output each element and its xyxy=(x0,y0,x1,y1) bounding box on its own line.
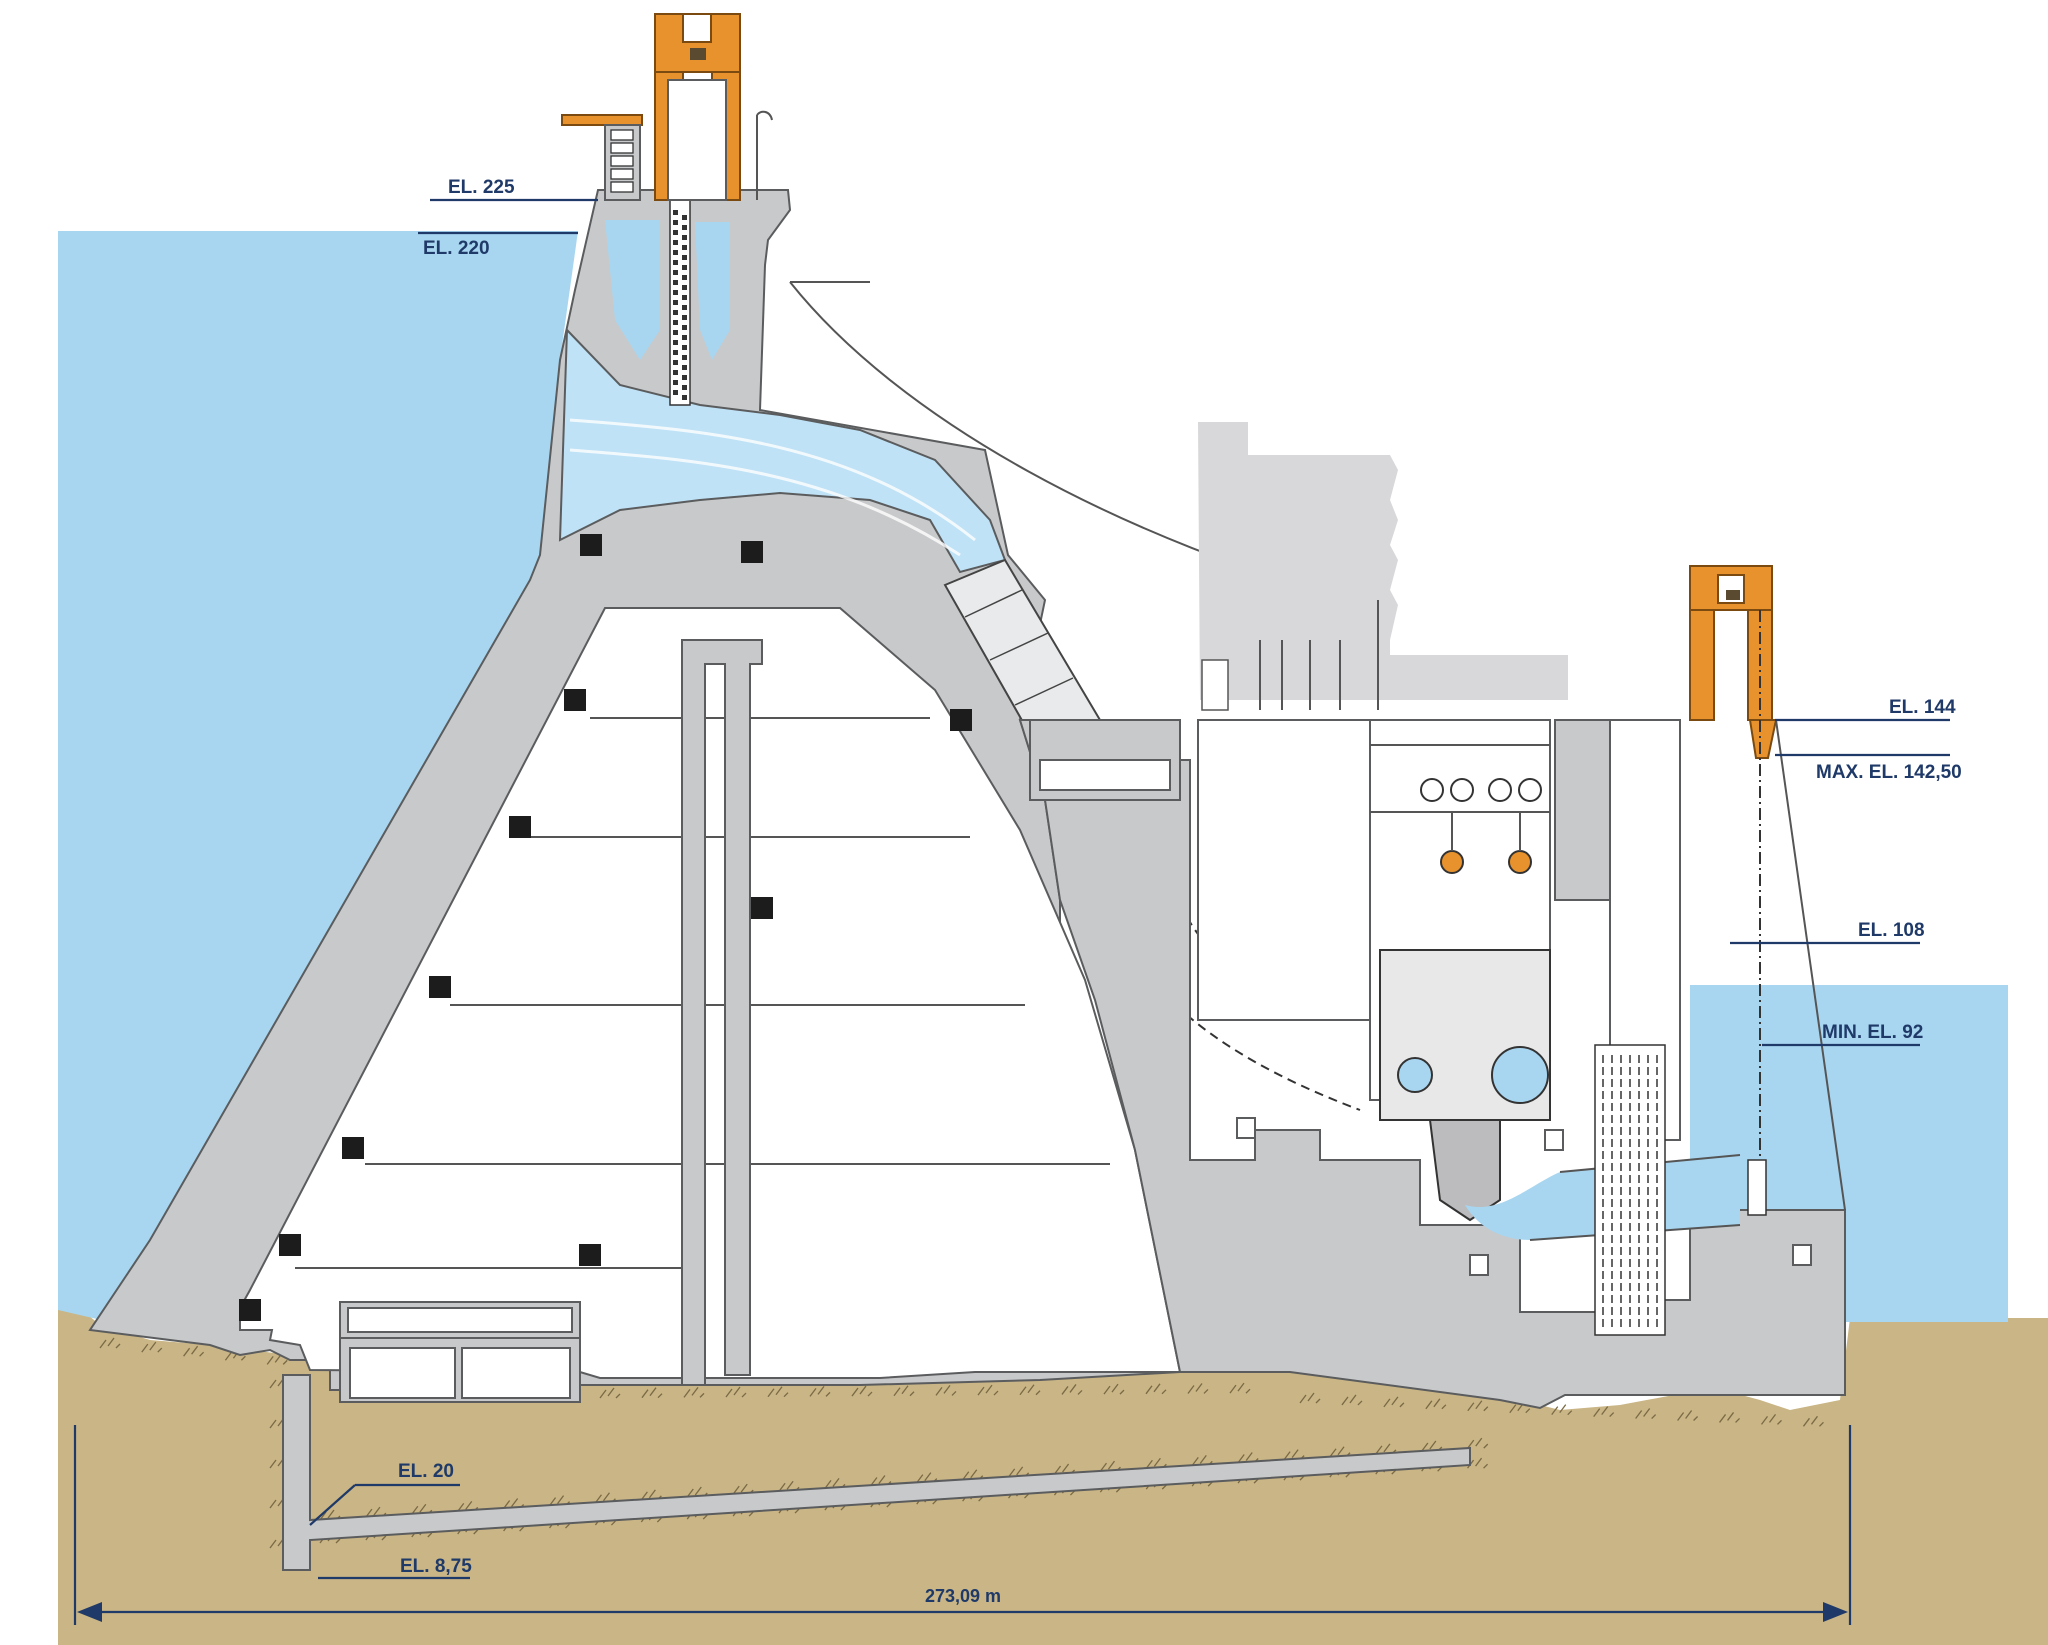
downstream-tailwater xyxy=(1690,985,2008,1322)
inspection-galleries xyxy=(239,534,972,1321)
upstream-reservoir xyxy=(58,231,578,1322)
trash-rack xyxy=(604,124,641,201)
drainage-tunnel xyxy=(282,1374,1471,1571)
downstream-gantry-crane xyxy=(1689,565,1846,1216)
span-dimension: 273,09 m xyxy=(73,1425,1852,1625)
gallery-block xyxy=(279,1234,301,1256)
label-el-20: EL. 20 xyxy=(398,1461,454,1482)
label-span: 273,09 m xyxy=(925,1586,1001,1606)
gallery-block xyxy=(509,816,531,838)
gallery-block xyxy=(950,709,972,731)
label-el-220: EL. 220 xyxy=(423,238,490,259)
generator-units xyxy=(1370,744,1550,874)
turbine xyxy=(1379,949,1551,1222)
gallery-block xyxy=(429,976,451,998)
gallery-block xyxy=(579,1244,601,1266)
gallery-block xyxy=(580,534,602,556)
dam-vertical-shaft xyxy=(681,639,763,1386)
elevation-annotations: EL. 225 EL. 220 EL. 144 MAX. EL. 142,50 … xyxy=(309,177,1962,1580)
gallery-block xyxy=(751,897,773,919)
gallery-block xyxy=(342,1137,364,1159)
label-el-144: EL. 144 xyxy=(1889,697,1956,718)
label-min-el: MIN. EL. 92 xyxy=(1822,1022,1923,1043)
label-el-108: EL. 108 xyxy=(1858,920,1925,941)
gallery-block xyxy=(239,1299,261,1321)
intake-shaft-grid xyxy=(673,210,687,400)
intake-gate-crane xyxy=(561,13,773,201)
label-el-225: EL. 225 xyxy=(448,177,515,198)
base-gallery xyxy=(339,1301,581,1403)
intake-shaft-water xyxy=(605,220,660,360)
label-max-el: MAX. EL. 142,50 xyxy=(1816,762,1962,783)
powerhouse xyxy=(1018,422,1846,1410)
gallery-block xyxy=(564,689,586,711)
draft-tube-gate xyxy=(1594,1044,1666,1336)
label-el-875: EL. 8,75 xyxy=(400,1556,472,1577)
gallery-block xyxy=(741,541,763,563)
